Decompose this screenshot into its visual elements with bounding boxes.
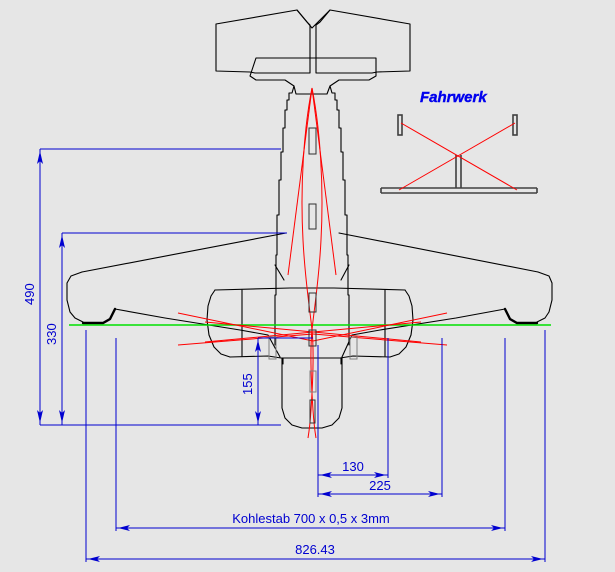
wing-leading-edge-left — [81, 232, 287, 273]
wing-tip-right-edge — [503, 307, 539, 325]
construction-spar-right-lower — [312, 333, 448, 346]
wing-tip-left-edge — [81, 307, 117, 325]
slot-tail-upper — [308, 127, 317, 155]
wing-root-fillet-right — [389, 289, 414, 358]
wing-root-fillet-left — [206, 289, 231, 358]
aileron-tick-left — [274, 264, 285, 281]
construction-spar-left-lower — [177, 333, 314, 346]
tail-boom-left-side — [274, 85, 295, 346]
wing-trailing-edge-right — [341, 308, 506, 358]
dimension-155-label: 155 — [240, 373, 255, 395]
v-tail-notch — [296, 9, 331, 29]
dimension-130-arrow-left — [320, 472, 332, 478]
dimension-330: 330 — [44, 232, 287, 425]
dimension-extension-verticals — [85, 330, 546, 562]
v-tail-assembly — [215, 9, 411, 346]
dimension-spar-arrow-right — [491, 525, 503, 531]
dimension-total-span-arrow-right — [531, 556, 543, 562]
wing-center-section — [214, 287, 406, 291]
landing-gear-title: Fahrwerk — [420, 89, 487, 106]
dimension-130: 130 — [318, 459, 388, 478]
dimension-330-arrow-top — [59, 235, 65, 248]
wing-assembly — [66, 232, 553, 359]
dimension-total-span-arrow-left — [88, 556, 100, 562]
slot-wing-left — [268, 336, 277, 360]
dimension-330-label: 330 — [44, 323, 59, 345]
dimension-155-arrow-top — [255, 340, 261, 352]
fuselage-nose-pod — [281, 357, 343, 429]
spar-note-label: Kohlestab 700 x 0,5 x 3mm — [232, 511, 390, 526]
landing-gear-baseplate — [380, 187, 538, 194]
slot-nose-upper — [309, 370, 317, 393]
dimension-155-arrow-bottom — [255, 411, 261, 423]
dimension-225-label: 225 — [369, 478, 391, 493]
landing-gear-leg-left — [400, 122, 518, 191]
landing-gear-leg-right — [398, 122, 516, 191]
slot-nose-lower — [309, 399, 316, 424]
construction-diagonal-a — [311, 87, 337, 276]
dimension-330-arrow-bottom — [59, 410, 65, 423]
landing-gear-detail: Fahrwerk — [380, 89, 538, 194]
dimension-225-arrow-left — [320, 491, 332, 497]
landing-gear-center-strut — [455, 155, 462, 188]
dimension-225-arrow-right — [428, 491, 440, 497]
aileron-tick-right — [340, 264, 350, 281]
tail-fairing — [249, 57, 377, 95]
dimension-130-arrow-right — [374, 472, 386, 478]
construction-fuselage-spline-left — [301, 87, 314, 439]
construction-diagonal-b — [287, 87, 313, 276]
slot-tail-mid — [308, 203, 317, 230]
landing-gear-wheel-left — [397, 114, 403, 136]
dimension-155: 155 — [240, 337, 313, 425]
spar-slots — [268, 127, 358, 424]
slot-wing-center-upper — [308, 292, 317, 313]
wing-leading-edge-right — [338, 232, 539, 273]
landing-gear-wheel-right — [512, 114, 518, 136]
construction-fuselage-spline-right — [310, 87, 323, 439]
construction-wing-crossing-right — [204, 321, 422, 343]
dimension-130-label: 130 — [342, 459, 364, 474]
tail-boom-right-side — [329, 85, 350, 346]
dimension-490: 490 — [22, 148, 281, 426]
dimension-total-span: 826.43 — [86, 542, 545, 562]
dimension-total-span-label: 826.43 — [295, 542, 335, 557]
wing-trailing-edge-left — [114, 308, 281, 358]
dimension-spar-note: Kohlestab 700 x 0,5 x 3mm — [116, 511, 505, 531]
wing-tip-right — [536, 271, 553, 323]
construction-lines-red — [177, 87, 448, 439]
dimension-225: 225 — [318, 478, 442, 497]
dimension-490-arrow-bottom — [37, 410, 43, 423]
slot-wing-right — [349, 336, 358, 360]
wing-tip-left — [66, 271, 84, 323]
fuselage-pod — [281, 357, 343, 429]
dimension-490-label: 490 — [22, 283, 37, 305]
dimension-spar-arrow-left — [118, 525, 130, 531]
dimension-490-arrow-top — [37, 151, 43, 164]
